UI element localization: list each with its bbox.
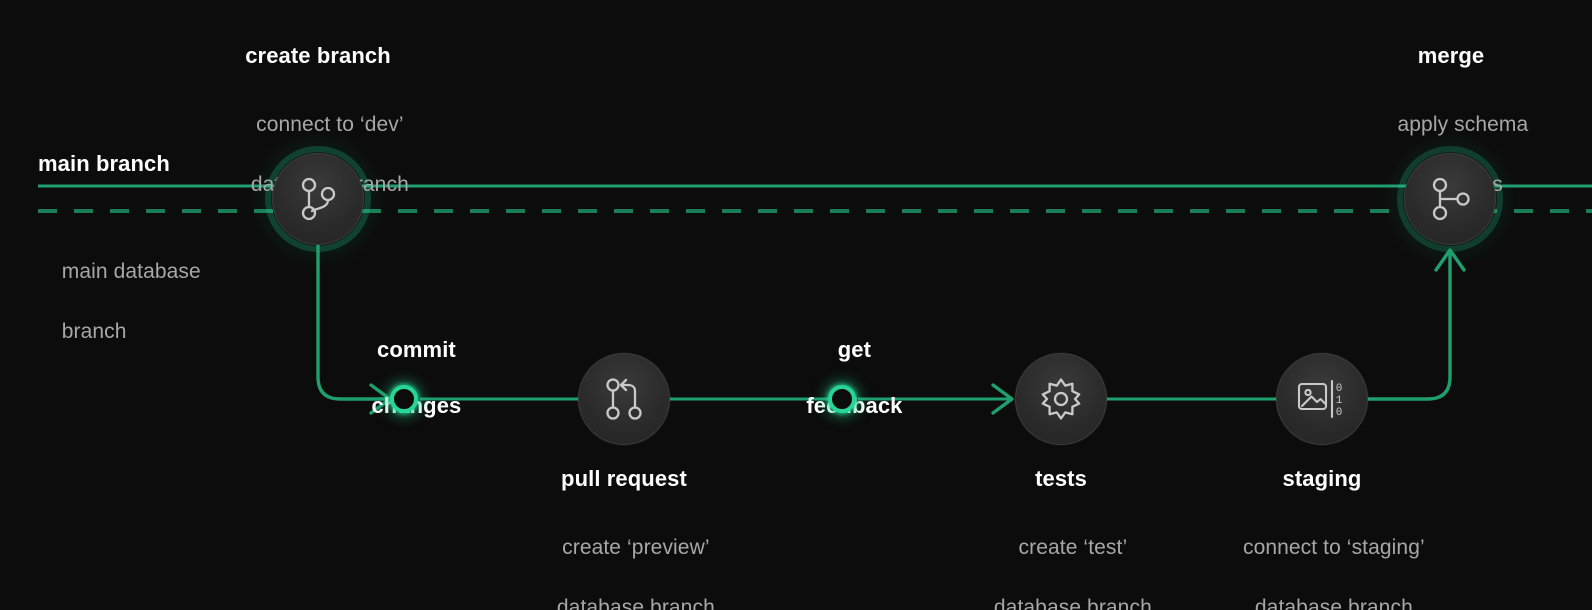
staging-to-merge-connector: [1364, 250, 1452, 401]
image-binary-icon: 0 1 0: [1296, 376, 1348, 422]
arrow-into-tests: [991, 383, 1014, 415]
svg-text:0: 0: [1336, 383, 1343, 395]
commit-changes-node[interactable]: [390, 385, 418, 413]
arrow-into-merge: [1434, 248, 1466, 272]
pull-request-node[interactable]: [578, 353, 670, 445]
main-db-line1: main database: [61, 260, 201, 283]
pull-request-sub-line2: database branch: [556, 596, 715, 610]
get-feedback-node[interactable]: [828, 385, 856, 413]
git-pull-request-icon: [601, 375, 647, 423]
create-branch-node[interactable]: [272, 153, 364, 245]
tests-subtitle: create ‘test’ database branch: [891, 503, 1231, 610]
staging-subtitle: connect to ‘staging’ database branch: [1142, 503, 1502, 610]
main-db-line2: branch: [61, 320, 127, 343]
pull-request-title: pull request: [561, 466, 687, 491]
commit-title-line1: commit: [377, 337, 456, 362]
tests-sub-line1: create ‘test’: [1018, 536, 1128, 559]
merge-title: merge: [1417, 43, 1485, 68]
tests-node[interactable]: [1015, 353, 1107, 445]
svg-text:0: 0: [1336, 407, 1343, 419]
create-branch-sub-line1: connect to ‘dev’: [256, 113, 404, 136]
staging-node[interactable]: 0 1 0: [1276, 353, 1368, 445]
staging-sub-line2: database branch: [1254, 596, 1413, 610]
create-branch-title: create branch: [245, 43, 391, 68]
tests-sub-line2: database branch: [993, 596, 1152, 610]
merge-node[interactable]: [1404, 153, 1496, 245]
git-merge-icon: [1427, 175, 1473, 223]
pull-request-subtitle: create ‘preview’ database branch: [454, 503, 794, 610]
gear-icon: [1037, 375, 1085, 423]
commit-changes-title: commit changes: [254, 308, 554, 448]
feedback-title-line1: get: [837, 337, 872, 362]
get-feedback-title: get feedback: [692, 308, 992, 448]
main-database-branch-label: main database branch: [38, 227, 201, 377]
merge-sub-line1: apply schema: [1397, 113, 1529, 136]
staging-title: staging: [1282, 466, 1362, 491]
git-branch-icon: [295, 175, 341, 223]
svg-text:1: 1: [1336, 395, 1343, 407]
tests-title: tests: [1035, 466, 1087, 491]
pull-request-sub-line1: create ‘preview’: [562, 536, 710, 559]
staging-sub-line1: connect to ‘staging’: [1242, 536, 1425, 559]
main-branch-label: main branch: [38, 151, 170, 176]
